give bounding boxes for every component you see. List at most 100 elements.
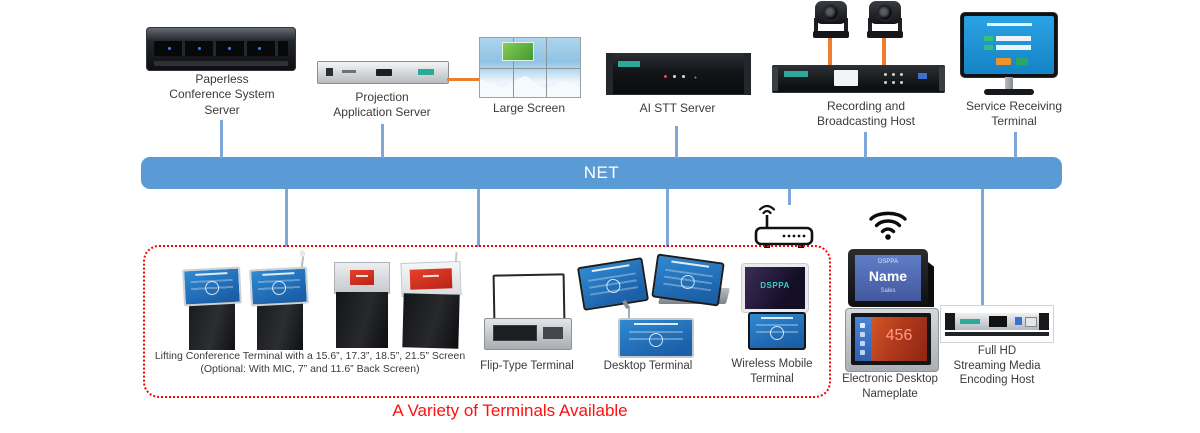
server-label-chip [418, 69, 434, 75]
wifi-router-icon [754, 204, 814, 248]
screen-text [356, 275, 368, 277]
connector-line [675, 126, 678, 158]
terminal-body [257, 300, 303, 350]
terminal-screen [492, 273, 566, 323]
label-sticker [834, 70, 858, 86]
screen-text [513, 283, 544, 288]
front-panel-lights [664, 75, 667, 78]
rack-ear [744, 53, 751, 95]
connector-line [666, 189, 669, 247]
form-label [983, 36, 993, 41]
connector-line [788, 189, 791, 205]
terminal-body [336, 292, 388, 348]
wireless-tablet-branded: DSPPA [742, 264, 808, 312]
paperless-server-label: Paperless Conference System Server [169, 72, 275, 117]
connector-line [981, 189, 984, 306]
terminals-group-box [143, 245, 831, 398]
desktop-nameplate-image: DSPPA Name Sales [848, 249, 940, 307]
server-drive-bays [154, 41, 288, 56]
server-display [376, 69, 392, 76]
connector-line [381, 124, 384, 158]
mountain-graphic [480, 75, 580, 97]
tablet-number: 456 [885, 327, 913, 344]
lifting-terminal-2 [249, 250, 310, 350]
lifting-terminal-1 [182, 260, 242, 350]
terminal-back-panel [334, 262, 390, 294]
connector-line [864, 132, 867, 158]
wireless-tablet [748, 312, 806, 350]
terminal-screen [249, 266, 309, 307]
brand-chip [618, 61, 640, 67]
host-buttons [884, 73, 887, 76]
rack-ear [606, 53, 613, 95]
wall-inset-screen [502, 42, 534, 61]
nameplate-frame: DSPPA Name Sales [848, 249, 928, 307]
flip-type-terminal [484, 273, 572, 350]
terminal-body [402, 293, 460, 349]
camera-cable [882, 32, 886, 66]
server-port [326, 68, 333, 76]
encoding-host-label: Full HD Streaming Media Encoding Host [953, 345, 1041, 387]
service-terminal-image [961, 13, 1057, 77]
terminal-body [189, 300, 235, 350]
ptz-camera-icon [862, 0, 908, 38]
terminal-screen [182, 266, 242, 307]
host-end-cap [945, 313, 955, 330]
nameplate-brand: DSPPA [878, 259, 898, 265]
nameplate-screen: DSPPA Name Sales [855, 255, 921, 301]
large-screen-image [479, 37, 581, 98]
server-bottom-panel [154, 61, 288, 66]
wifi-signal-icon [869, 211, 907, 240]
back-screen-red [409, 268, 453, 290]
lifting-terminal-4 [400, 252, 463, 350]
large-screen-label: Large Screen [492, 101, 566, 115]
nameplate-name: Name [868, 268, 908, 284]
host-end-cap [1039, 313, 1049, 330]
screen-text [422, 274, 440, 278]
camera-cable [828, 32, 832, 66]
net-bus-bar: NET [141, 157, 1062, 189]
form-field [996, 36, 1031, 41]
service-terminal-label: Service Receiving Terminal [965, 99, 1063, 129]
host-display [989, 316, 1007, 327]
screen-button-green [1016, 58, 1029, 65]
monitor-base [984, 89, 1034, 95]
video-cable [447, 78, 479, 81]
screen-button-orange [996, 58, 1012, 65]
lifting-terminal-label: Lifting Conference Terminal with a 15.6”… [154, 350, 466, 376]
tablet-screen: 456 [855, 317, 927, 361]
monitor-neck [1005, 77, 1013, 89]
ptz-camera-icon [808, 0, 854, 38]
rack-ear [772, 67, 778, 91]
desktop-terminal-tablet [651, 253, 725, 307]
form-field [996, 45, 1031, 50]
touchpad [543, 327, 563, 339]
brand-chip [960, 319, 980, 324]
desktop-terminal-label: Desktop Terminal [603, 360, 693, 372]
terminals-caption: A Variety of Terminals Available [392, 401, 628, 420]
screen-sidebar [855, 317, 871, 361]
brand-text: DSPPA [760, 281, 790, 290]
desktop-nameplate-label: Electronic Desktop Nameplate [842, 373, 938, 400]
terminal-base [484, 318, 572, 350]
connector-line [285, 189, 288, 247]
keyboard [493, 325, 537, 341]
host-port [918, 73, 927, 79]
recording-host-image [772, 65, 945, 93]
ai-stt-server-image [606, 53, 751, 95]
flip-type-terminal-label: Flip-Type Terminal [480, 360, 574, 372]
sidebar-icons [860, 323, 865, 328]
screen-title-text [986, 23, 1032, 26]
projection-server-label: Projection Application Server [333, 90, 431, 120]
nameplate-tablet-image: 456 [845, 308, 939, 372]
projection-server-image [317, 61, 449, 84]
host-base [945, 332, 1049, 336]
host-port [1015, 317, 1022, 325]
paperless-server-image [146, 27, 296, 71]
microphone-tip [300, 250, 304, 257]
desktop-terminal-tablet [618, 318, 694, 358]
monitor-screen [964, 16, 1054, 74]
ai-stt-server-label: AI STT Server [639, 101, 716, 115]
terminal-back-panel [400, 260, 462, 298]
